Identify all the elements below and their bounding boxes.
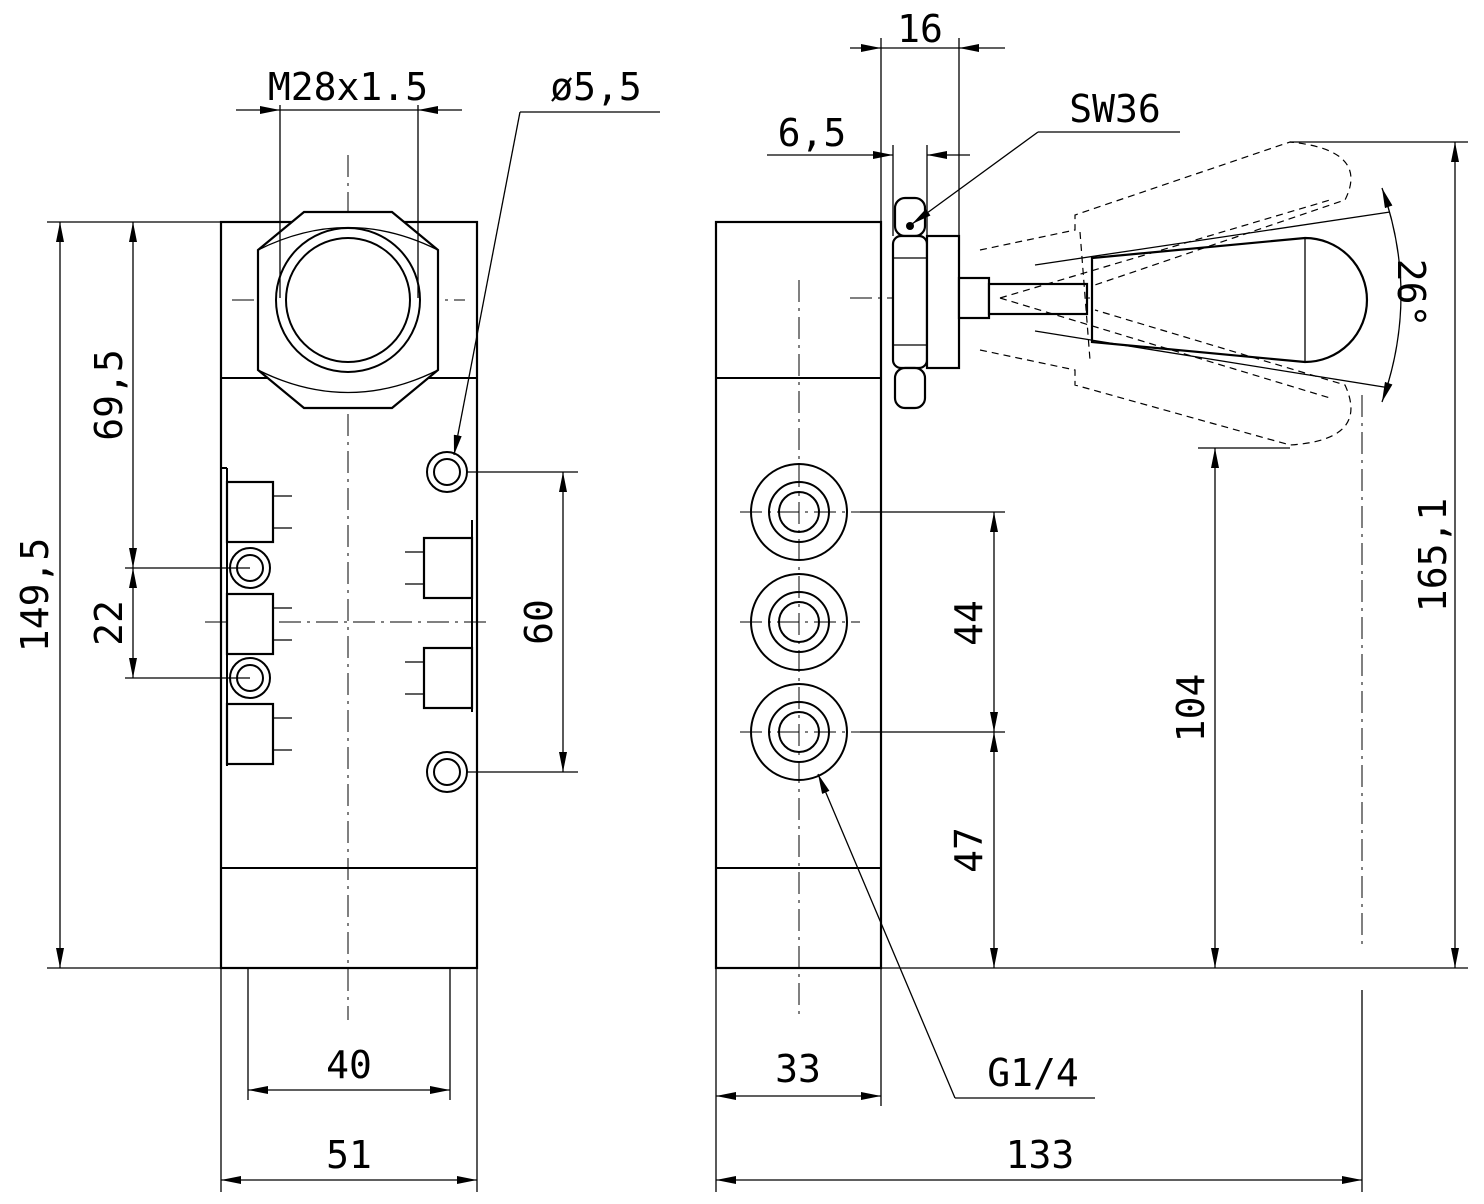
dim-height-upper: 69,5	[87, 222, 137, 568]
dim-width-total-side: 133	[716, 395, 1363, 1192]
lever-offset-label: 6,5	[778, 111, 847, 155]
dim-width-body: 33	[715, 968, 882, 1192]
pitch-small-label: 22	[87, 600, 131, 646]
width-total-side-label: 133	[1006, 1133, 1075, 1177]
dim-port-pitch-upper: 44	[860, 511, 1005, 733]
dim-lever-offset: 6,5	[767, 111, 970, 236]
width-inner-label: 40	[326, 1043, 372, 1087]
fittings-left	[225, 480, 292, 766]
port-pitch-upper-label: 44	[947, 600, 991, 646]
hole-diameter-label: ø5,5	[550, 65, 642, 109]
pitch-holes-label: 60	[517, 599, 561, 645]
port-pitch-lower-label: 47	[947, 827, 991, 873]
dim-wrench-size: SW36	[911, 87, 1180, 225]
angle-label: 26°	[1389, 259, 1433, 328]
height-lever-label: 104	[1169, 674, 1213, 743]
front-view: M28x1.5 ø5,5 149,5 69,5 22	[13, 65, 660, 1192]
side-view: 26° 16 6,5 SW36	[714, 7, 1468, 1192]
port-middle	[740, 573, 860, 671]
dim-nut-width: 16	[850, 7, 1005, 236]
dim-pitch-small: 22	[87, 567, 250, 679]
dim-width-total: 51	[220, 968, 478, 1192]
height-total-label: 149,5	[13, 538, 57, 652]
height-total-side-label: 165,1	[1411, 498, 1455, 612]
dim-port-pitch-lower: 47	[947, 732, 998, 968]
dim-height-total-side: 165,1	[881, 141, 1468, 969]
hex-nut-side	[891, 196, 961, 410]
lever-alt-positions	[979, 141, 1352, 446]
dim-pitch-holes: 60	[467, 471, 578, 773]
thread-label: M28x1.5	[268, 65, 428, 109]
port-upper	[740, 463, 860, 561]
dim-thread: M28x1.5	[236, 65, 462, 298]
dim-port-thread: G1/4	[817, 773, 1095, 1099]
hex-nut-front	[256, 210, 440, 410]
dim-height-lever: 104	[1169, 447, 1290, 968]
width-body-label: 33	[775, 1047, 821, 1091]
width-total-label: 51	[326, 1133, 372, 1177]
port-thread-label: G1/4	[987, 1051, 1079, 1095]
dim-width-inner: 40	[247, 968, 451, 1100]
dim-hole-diameter: ø5,5	[453, 65, 660, 456]
lever	[957, 211, 1391, 389]
dim-height-total: 149,5	[13, 221, 221, 969]
height-upper-label: 69,5	[87, 349, 131, 441]
port-lower	[740, 683, 860, 781]
nut-width-label: 16	[897, 7, 943, 51]
wrench-size-label: SW36	[1069, 87, 1161, 131]
dim-angle: 26°	[1381, 187, 1433, 403]
fittings-right	[405, 536, 474, 710]
